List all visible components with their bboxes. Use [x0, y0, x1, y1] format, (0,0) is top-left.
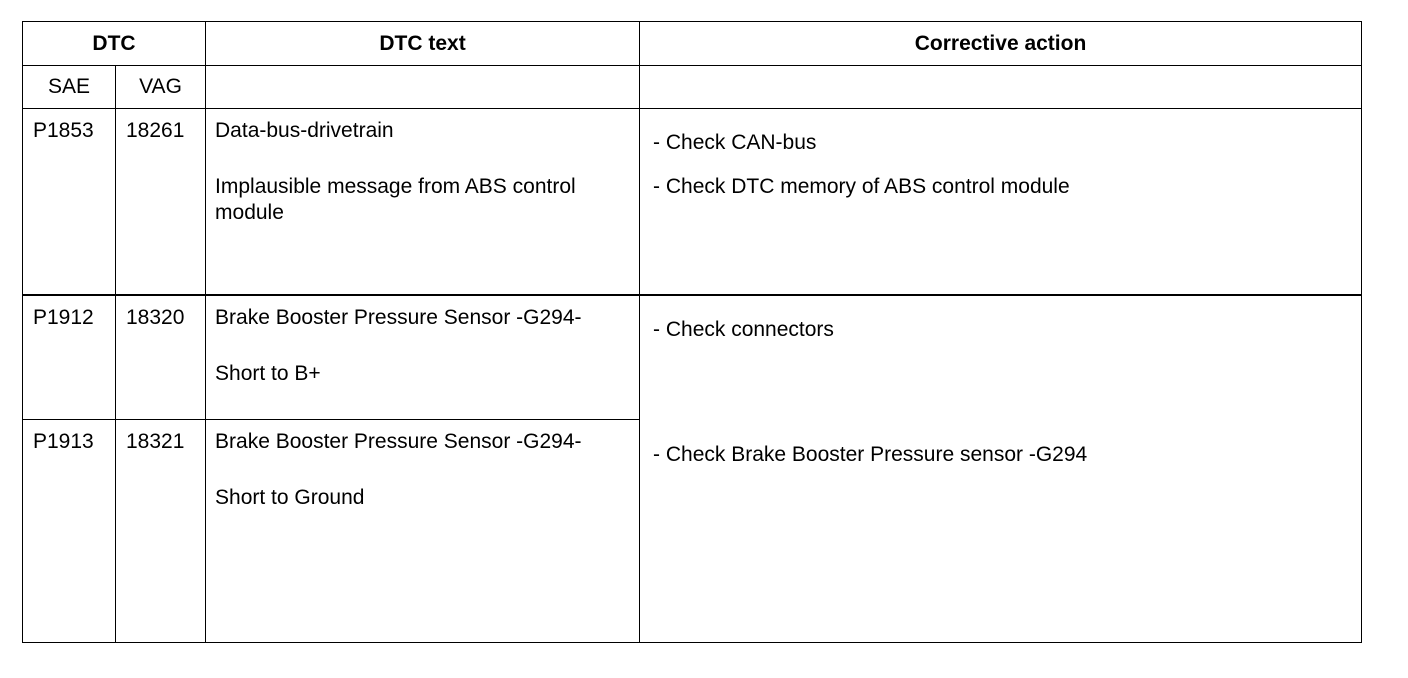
- table-row: P1912 18320 Brake Booster Pressure Senso…: [22, 293, 1363, 643]
- dtc-text-cell: Brake Booster Pressure Sensor -G294- Sho…: [205, 293, 641, 420]
- subheader-sae: SAE: [22, 65, 116, 109]
- header-row: DTC DTC text Corrective action: [21, 21, 1363, 66]
- corrective-action-line: - Check Brake Booster Pressure sensor -G…: [653, 442, 1088, 466]
- corrective-action-cell: - Check connectors - Check Brake Booster…: [639, 293, 1363, 643]
- subheader-empty-action: [639, 65, 1363, 109]
- corrective-action-line: - Check DTC memory of ABS control module: [653, 175, 1070, 198]
- sae-code-cell: P1913: [22, 419, 116, 643]
- dtc-text-line: Brake Booster Pressure Sensor -G294-: [215, 430, 582, 453]
- corrective-action-line: - Check connectors: [653, 317, 834, 341]
- corrective-action-line: - Check CAN-bus: [653, 131, 817, 154]
- header-corrective-action: Corrective action: [639, 21, 1363, 66]
- dtc-text-line: Implausible message from ABS control mod…: [215, 175, 576, 224]
- subheader-empty-text: [205, 65, 641, 109]
- vag-code-cell: 18320: [114, 293, 207, 420]
- sae-code-cell: P1912: [22, 293, 116, 420]
- vag-code-cell: 18261: [114, 108, 207, 295]
- dtc-text-line: Brake Booster Pressure Sensor -G294-: [215, 305, 582, 329]
- header-dtc: DTC: [21, 21, 207, 66]
- subheader-vag: VAG: [114, 65, 207, 109]
- table-row: P1913 18321 Brake Booster Pressure Senso…: [22, 419, 1362, 643]
- dtc-text-line: Short to Ground: [215, 486, 365, 509]
- sae-code-cell: P1853: [22, 108, 116, 295]
- table-row: P1853 18261 Data-bus-drivetrain Implausi…: [22, 108, 1363, 295]
- dtc-text-line: Data-bus-drivetrain: [215, 119, 394, 142]
- dtc-text-line: Short to B+: [215, 361, 321, 385]
- dtc-text-cell: Data-bus-drivetrain Implausible message …: [205, 108, 641, 295]
- dtc-text-cell: Brake Booster Pressure Sensor -G294- Sho…: [205, 419, 641, 643]
- vag-code-cell: 18321: [114, 419, 207, 643]
- dtc-table: DTC DTC text Corrective action SAE VAG P…: [21, 21, 1363, 643]
- subheader-row: SAE VAG: [22, 65, 1363, 109]
- corrective-action-cell: - Check CAN-bus - Check DTC memory of AB…: [639, 108, 1363, 295]
- header-dtc-text: DTC text: [205, 21, 641, 66]
